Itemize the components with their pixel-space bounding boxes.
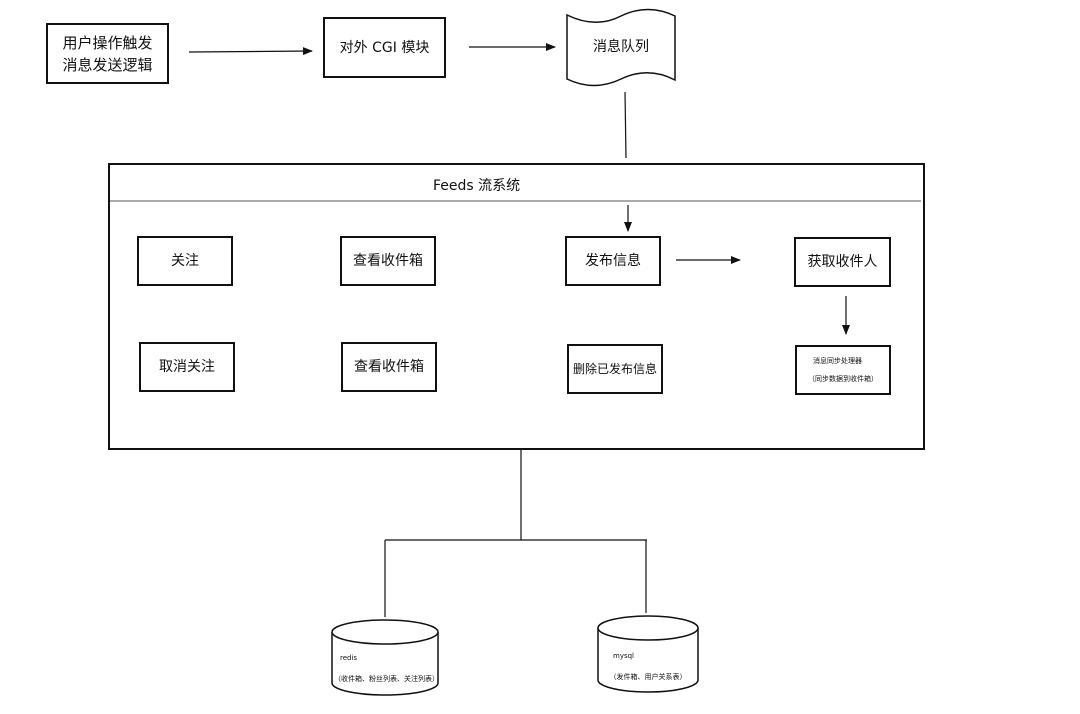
unfollow-box: 取消关注 [139, 342, 235, 392]
redis-desc: （收件箱、粉丝列表、关注列表） [334, 675, 439, 683]
message-queue-shape [566, 8, 676, 87]
feeds-system-frame [108, 163, 925, 450]
redis-name: redis [340, 654, 358, 662]
message-queue-label: 消息队列 [593, 39, 649, 55]
arrow-user-to-cgi [188, 47, 313, 56]
view-inbox-label-2: 查看收件箱 [354, 359, 424, 375]
user-trigger-line2: 消息发送逻辑 [62, 55, 153, 74]
mysql-name: mysql [613, 652, 634, 660]
publish-box: 发布信息 [565, 236, 661, 286]
redis-database-icon [331, 619, 439, 696]
publish-label: 发布信息 [585, 253, 641, 269]
mysql-database-icon [597, 615, 699, 693]
user-trigger-line1: 用户操作触发 [62, 33, 153, 52]
user-trigger-box: 用户操作触发 消息发送逻辑 [46, 23, 169, 84]
get-recipients-label: 获取收件人 [807, 254, 878, 270]
feeds-system-title: Feeds 流系统 [433, 178, 521, 194]
mysql-desc: （发件箱、用户关系表） [609, 673, 687, 681]
cgi-module-box: 对外 CGI 模块 [323, 17, 446, 78]
follow-label: 关注 [171, 253, 199, 269]
delete-published-box: 删除已发布信息 [567, 344, 663, 394]
unfollow-label: 取消关注 [159, 359, 215, 375]
follow-box: 关注 [137, 236, 233, 286]
sync-processor-line2: （同步数据到收件箱） [808, 375, 878, 383]
view-inbox-label-1: 查看收件箱 [353, 253, 423, 269]
cgi-module-label: 对外 CGI 模块 [339, 39, 430, 56]
view-inbox-box-2: 查看收件箱 [341, 342, 437, 392]
delete-published-label: 删除已发布信息 [572, 362, 657, 376]
view-inbox-box-1: 查看收件箱 [340, 236, 436, 286]
sync-processor-box: 消息同步处理器 （同步数据到收件箱） [795, 345, 891, 395]
sync-processor-line1: 消息同步处理器 [813, 357, 862, 365]
line-queue-to-feeds [624, 91, 627, 159]
get-recipients-box: 获取收件人 [794, 237, 891, 287]
